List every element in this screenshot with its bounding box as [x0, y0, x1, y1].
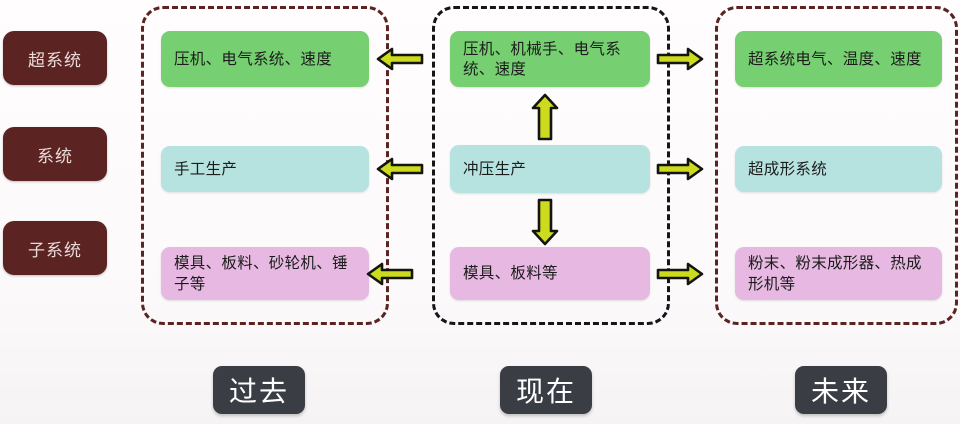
cell-past-supersystem-text: 压机、电气系统、速度 — [174, 49, 333, 68]
cell-past-supersystem: 压机、电气系统、速度 — [161, 31, 369, 87]
cell-present-subsystem: 模具、板料等 — [450, 247, 650, 300]
level-label-subsystem-text: 子系统 — [28, 240, 82, 261]
level-label-system: 系统 — [3, 127, 107, 181]
cell-present-subsystem-text: 模具、板料等 — [463, 264, 558, 283]
level-label-supersystem-text: 超系统 — [28, 50, 82, 71]
era-caption-future: 未来 — [795, 366, 887, 414]
cell-present-supersystem: 压机、机械手、电气系统、速度 — [450, 31, 650, 87]
down-arrow-icon — [531, 198, 559, 246]
up-arrow-icon — [531, 93, 559, 141]
level-label-supersystem: 超系统 — [3, 31, 107, 85]
cell-future-supersystem: 超系统电气、温度、速度 — [735, 31, 942, 87]
right-arrow-icon — [656, 46, 704, 72]
cell-past-system-text: 手工生产 — [174, 159, 238, 178]
cell-future-subsystem: 粉末、粉末成形器、热成形机等 — [735, 247, 942, 300]
cell-future-system: 超成形系统 — [735, 146, 942, 192]
left-arrow-icon — [376, 156, 424, 182]
era-caption-past-text: 过去 — [228, 375, 289, 408]
left-arrow-icon — [376, 46, 424, 72]
level-label-subsystem: 子系统 — [3, 221, 107, 275]
cell-future-subsystem-text: 粉末、粉末成形器、热成形机等 — [748, 254, 922, 293]
right-arrow-icon — [656, 156, 704, 182]
cell-present-system-text: 冲压生产 — [463, 159, 527, 178]
cell-past-system: 手工生产 — [161, 146, 369, 192]
cell-future-system-text: 超成形系统 — [748, 159, 828, 178]
right-arrow-icon — [656, 261, 704, 287]
era-group-future — [715, 6, 958, 325]
era-caption-present: 现在 — [500, 366, 592, 414]
era-caption-future-text: 未来 — [810, 375, 871, 408]
era-caption-past: 过去 — [213, 366, 305, 414]
cell-past-subsystem: 模具、板料、砂轮机、锤子等 — [161, 247, 369, 300]
cell-present-system: 冲压生产 — [450, 145, 650, 193]
left-arrow-icon — [366, 261, 414, 287]
cell-future-supersystem-text: 超系统电气、温度、速度 — [748, 49, 922, 68]
cell-present-supersystem-text: 压机、机械手、电气系统、速度 — [463, 39, 622, 78]
era-caption-present-text: 现在 — [515, 375, 576, 408]
level-label-system-text: 系统 — [37, 146, 73, 167]
cell-past-subsystem-text: 模具、板料、砂轮机、锤子等 — [174, 254, 348, 293]
